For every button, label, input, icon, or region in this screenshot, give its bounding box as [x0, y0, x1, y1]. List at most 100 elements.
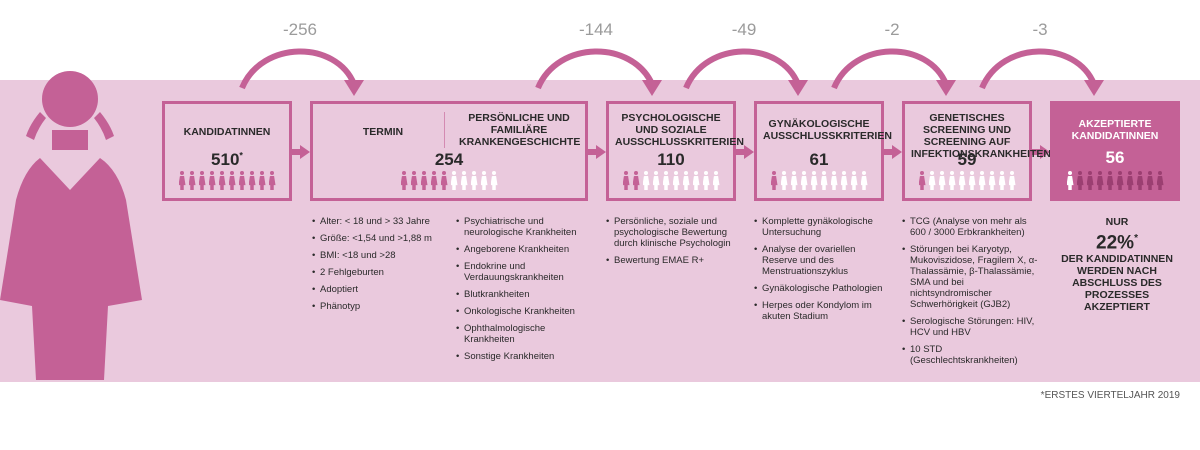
person-icon — [421, 171, 428, 190]
delta-label-1: -256 — [282, 20, 318, 39]
person-icon — [219, 171, 226, 190]
stage-count: 56 — [1105, 148, 1125, 167]
connector-4 — [884, 149, 892, 155]
criteria-item: Serologische Störungen: HIV, HCV und HBV — [902, 316, 1038, 338]
person-icon — [1009, 171, 1016, 190]
person-icon — [491, 171, 498, 190]
person-icon — [989, 171, 996, 190]
person-icon — [811, 171, 818, 190]
person-icon — [401, 171, 408, 190]
person-icon — [471, 171, 478, 190]
delta-label-2: -144 — [578, 20, 614, 39]
person-icon — [939, 171, 946, 190]
criteria-item: Phänotyp — [312, 301, 452, 312]
criteria-list-genetisch: TCG (Analyse von mehr als 600 / 3000 Erb… — [902, 216, 1038, 372]
summary-line1: NUR — [1105, 216, 1129, 228]
stage-box-gynaekologisch: GYNÄKOLOGISCHE AUSSCHLUSSKRITERIEN 61 — [754, 101, 892, 201]
person-icon — [999, 171, 1006, 190]
people-row — [1053, 171, 1177, 190]
criteria-list-termin: Alter: < 18 und > 33 JahreGröße: <1,54 u… — [312, 216, 452, 318]
person-icon — [663, 171, 670, 190]
person-icon — [431, 171, 438, 190]
criteria-item: Psychiatrische und neurologische Krankhe… — [456, 216, 586, 238]
criteria-item: Onkologische Krankheiten — [456, 306, 586, 317]
person-icon — [959, 171, 966, 190]
criteria-item: Störungen bei Karyotyp, Mukoviszidose, F… — [902, 244, 1038, 310]
box-divider — [444, 112, 445, 148]
criteria-item: Angeborene Krankheiten — [456, 244, 586, 255]
stage-title: KANDIDATINNEN — [183, 126, 271, 138]
criteria-item: BMI: <18 und >28 — [312, 250, 452, 261]
person-icon — [693, 171, 700, 190]
stage-title-termin: TERMIN — [362, 126, 404, 138]
person-icon — [919, 171, 926, 190]
connector-5 — [1032, 149, 1040, 155]
criteria-list-psychologisch: Persönliche, soziale und psychologische … — [606, 216, 736, 272]
stage-title: PSYCHOLOGISCHE UND SOZIALE AUSSCHLUSSKRI… — [615, 112, 744, 148]
criteria-item: Blutkrankheiten — [456, 289, 586, 300]
person-icon — [259, 171, 266, 190]
person-icon — [851, 171, 858, 190]
person-icon — [1067, 171, 1074, 190]
connector-3 — [736, 149, 744, 155]
criteria-item: Komplette gynäkologische Untersuchung — [754, 216, 888, 238]
person-icon — [179, 171, 186, 190]
footnote: *ERSTES VIERTELJAHR 2019 — [1040, 390, 1180, 401]
person-icon — [1117, 171, 1124, 190]
connector-1 — [292, 149, 300, 155]
person-icon — [441, 171, 448, 190]
person-icon — [713, 171, 720, 190]
person-icon — [461, 171, 468, 190]
person-icon — [229, 171, 236, 190]
criteria-list-gynaekologisch: Komplette gynäkologische UntersuchungAna… — [754, 216, 888, 328]
criteria-item: Persönliche, soziale und psychologische … — [606, 216, 736, 249]
person-icon — [239, 171, 246, 190]
delta-label-3: -49 — [731, 20, 757, 39]
criteria-item: Analyse der ovariellen Reserve und des M… — [754, 244, 888, 277]
criteria-item: TCG (Analyse von mehr als 600 / 3000 Erb… — [902, 216, 1038, 238]
connector-arrow-2 — [596, 145, 606, 159]
people-row — [905, 171, 1029, 190]
person-icon — [209, 171, 216, 190]
people-row — [165, 171, 289, 190]
criteria-item: Bewertung EMAE R+ — [606, 255, 736, 266]
summary-line2: DER KANDIDATINNEN WERDEN NACH ABSCHLUSS … — [1061, 253, 1173, 314]
person-icon — [771, 171, 778, 190]
stage-count: 110 — [657, 150, 685, 169]
criteria-item: 10 STD (Geschlechtskrankheiten) — [902, 344, 1038, 366]
stage-count: 61 — [809, 150, 829, 169]
person-icon — [861, 171, 868, 190]
person-icon — [841, 171, 848, 190]
person-icon — [1097, 171, 1104, 190]
person-icon — [683, 171, 690, 190]
criteria-item: Alter: < 18 und > 33 Jahre — [312, 216, 452, 227]
person-icon — [801, 171, 808, 190]
person-icon — [673, 171, 680, 190]
summary-percent: 22%* — [1096, 232, 1138, 254]
connector-arrow-3 — [744, 145, 754, 159]
connector-arrow-1 — [300, 145, 310, 159]
stage-box-kandidatinnen: KANDIDATINNEN 510* — [162, 101, 292, 201]
connector-arrow-4 — [892, 145, 902, 159]
person-icon — [653, 171, 660, 190]
person-icon — [831, 171, 838, 190]
person-icon — [1087, 171, 1094, 190]
person-icon — [821, 171, 828, 190]
person-icon — [249, 171, 256, 190]
person-icon — [633, 171, 640, 190]
people-row — [757, 171, 881, 190]
stage-count: 59 — [957, 150, 977, 169]
person-icon — [451, 171, 458, 190]
person-icon — [1157, 171, 1164, 190]
criteria-list-krankengeschichte: Psychiatrische und neurologische Krankhe… — [456, 216, 586, 368]
person-icon — [1127, 171, 1134, 190]
delta-label-5: -3 — [1032, 20, 1048, 39]
stage-title: GENETISCHES SCREENING UND SCREENING AUF … — [911, 112, 1052, 160]
criteria-item: Sonstige Krankheiten — [456, 351, 586, 362]
person-icon — [411, 171, 418, 190]
delta-label-4: -2 — [884, 20, 900, 39]
criteria-item: 2 Fehlgeburten — [312, 267, 452, 278]
connector-2 — [588, 149, 596, 155]
person-icon — [929, 171, 936, 190]
stage-box-genetisch: GENETISCHES SCREENING UND SCREENING AUF … — [902, 101, 1052, 201]
